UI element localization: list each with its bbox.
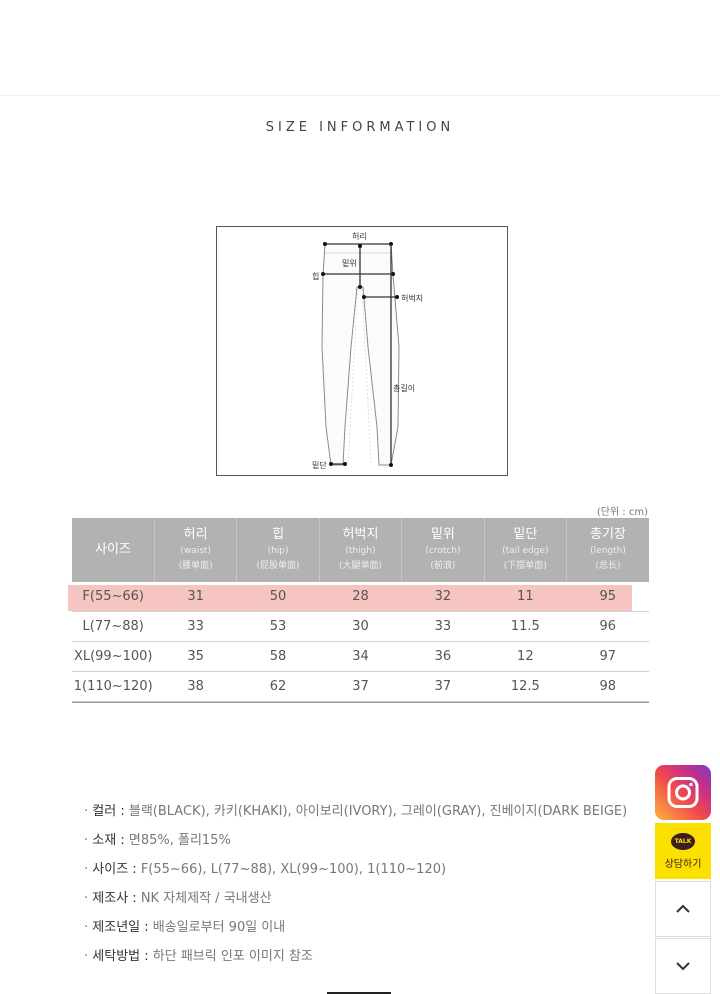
table-cell: 37 (319, 671, 402, 702)
header-size: 사이즈 (72, 518, 155, 582)
instagram-button[interactable] (655, 765, 711, 820)
instagram-icon (667, 777, 699, 808)
table-cell: 34 (319, 641, 402, 672)
table-cell: 98 (566, 671, 649, 702)
header-crotch: 밑위(crotch)(前浪) (401, 518, 485, 582)
unit-note: (단위 : cm) (596, 507, 648, 518)
header-tail-edge: 밑단(tail edge)(下摆单面) (484, 518, 568, 582)
table-cell: 38 (154, 671, 237, 702)
table-cell: 58 (236, 641, 320, 672)
table-header-row: 사이즈 허리(waist)(腰单面) 힙(hip)(屁股单面) 허벅지(thig… (72, 518, 649, 582)
header-length: 총기장(length)(总长) (566, 518, 649, 582)
bottom-edge-element (327, 992, 391, 994)
table-cell: 33 (401, 611, 485, 642)
kakao-talk-button[interactable]: TALK 상담하기 (655, 823, 711, 879)
table-cell: 97 (566, 641, 649, 672)
diagram-label-crotch: 밑위 (342, 259, 357, 268)
table-cell: 35 (154, 641, 237, 672)
diagram-label-waist: 허리 (352, 232, 367, 241)
scroll-down-button[interactable] (655, 938, 711, 994)
talk-label: 상담하기 (664, 859, 702, 870)
table-cell: 50 (236, 582, 320, 612)
table-cell: 12.5 (484, 671, 567, 702)
table-cell: 62 (236, 671, 320, 702)
table-row: F(55~66) 31 50 28 32 11 95 (72, 582, 649, 612)
table-cell: 96 (566, 611, 649, 642)
table-cell: F(55~66) (72, 582, 155, 612)
info-item-size: · 사이즈 : F(55~66), L(77~88), XL(99~100), … (84, 862, 447, 877)
diagram-label-length: 총길이 (393, 384, 416, 393)
product-info-list: · 컬러 : 블랙(BLACK), 카키(KHAKI), 아이보리(IVORY)… (84, 800, 627, 974)
size-info-title: SIZE INFORMATION (265, 120, 455, 135)
table-cell: 11.5 (484, 611, 567, 642)
table-cell: L(77~88) (72, 611, 155, 642)
table-row: XL(99~100) 35 58 34 36 12 97 (72, 641, 649, 672)
table-cell: XL(99~100) (72, 641, 155, 672)
table-cell: 36 (401, 641, 485, 672)
chevron-up-icon (676, 904, 690, 913)
top-divider (0, 95, 720, 96)
info-item-material: · 소재 : 면85%, 폴리15% (84, 833, 231, 848)
table-cell: 32 (401, 582, 485, 612)
table-cell: 37 (401, 671, 485, 702)
size-table: 사이즈 허리(waist)(腰单面) 힙(hip)(屁股单面) 허벅지(thig… (72, 518, 649, 702)
info-item-manufacture-date: · 제조년일 : 배송일로부터 90일 이내 (84, 920, 286, 935)
info-item-color: · 컬러 : 블랙(BLACK), 카키(KHAKI), 아이보리(IVORY)… (84, 804, 628, 819)
info-item-washing: · 세탁방법 : 하단 패브릭 인포 이미지 참조 (84, 949, 313, 964)
info-item-manufacturer: · 제조사 : NK 자체제작 / 국내생산 (84, 891, 272, 906)
diagram-label-thigh: 허벅지 (401, 294, 424, 303)
table-bottom-divider (72, 702, 649, 703)
header-hip: 힙(hip)(屁股单面) (236, 518, 320, 582)
diagram-label-hip: 힙 (312, 272, 320, 281)
pants-diagram: 허리 밑위 힙 허벅지 총길이 밑단 (216, 226, 508, 476)
table-cell: 12 (484, 641, 567, 672)
table-row: L(77~88) 33 53 30 33 11.5 96 (72, 611, 649, 642)
pants-illustration-icon (321, 242, 400, 467)
diagram-label-tail-edge: 밑단 (312, 461, 327, 470)
chevron-down-icon (676, 962, 690, 971)
table-cell: 95 (566, 582, 649, 612)
kakao-talk-icon: TALK (671, 833, 695, 850)
table-cell: 1(110~120) (72, 671, 155, 702)
table-cell: 11 (484, 582, 567, 612)
table-cell: 28 (319, 582, 402, 612)
scroll-up-button[interactable] (655, 881, 711, 937)
table-row: 1(110~120) 38 62 37 37 12.5 98 (72, 671, 649, 702)
table-cell: 33 (154, 611, 237, 642)
header-thigh: 허벅지(thigh)(大腿单面) (319, 518, 403, 582)
table-cell: 53 (236, 611, 320, 642)
header-waist: 허리(waist)(腰单面) (154, 518, 238, 582)
table-cell: 31 (154, 582, 237, 612)
table-cell: 30 (319, 611, 402, 642)
